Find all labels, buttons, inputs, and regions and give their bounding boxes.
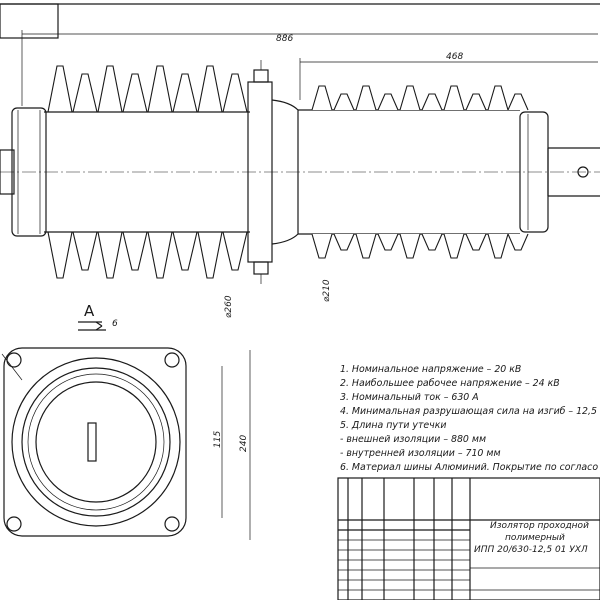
- right-shed-group: [311, 85, 529, 259]
- mounting-hole: [164, 352, 180, 368]
- insulator-shed: [333, 93, 355, 251]
- right-busbar: [547, 147, 600, 197]
- title-designation: ИПП 20/630-12,5 01 УХЛ: [474, 545, 588, 555]
- insulator-shed: [507, 93, 529, 251]
- note-line: 1. Номинальное напряжение – 20 кВ: [340, 364, 521, 375]
- mounting-flange: [247, 60, 299, 284]
- note-line: - внутренней изоляции – 710 мм: [340, 448, 501, 459]
- overall-length-dimension: 886: [276, 34, 293, 44]
- title-block: Изолятор проходной полимерный ИПП 20/630…: [337, 477, 600, 600]
- insulator-shed: [47, 65, 73, 279]
- mounting-hole: [164, 516, 180, 532]
- insulator-shed: [122, 73, 148, 271]
- title-name-line-2: полимерный: [505, 533, 565, 543]
- insulator-shed: [197, 65, 223, 279]
- left-end-cap: [11, 107, 47, 237]
- shed-diameter-dimension: ⌀260: [224, 295, 234, 318]
- note-line: 5. Длина пути утечки: [340, 420, 446, 431]
- note-line: 4. Минимальная разрушающая сила на изгиб…: [340, 406, 597, 417]
- insulator-shed: [487, 85, 509, 259]
- insulator-shed: [311, 85, 333, 259]
- insulator-shed: [465, 93, 487, 251]
- view-a-label: A 6: [78, 302, 118, 331]
- insulator-shed: [147, 65, 173, 279]
- note-line: 2. Наибольшее рабочее напряжение – 24 кВ: [340, 378, 560, 389]
- technical-notes: 1. Номинальное напряжение – 20 кВ 2. Наи…: [340, 364, 598, 473]
- mounting-hole: [6, 352, 22, 368]
- insulator-shed: [97, 65, 123, 279]
- note-line: - внешней изоляции – 880 мм: [340, 434, 486, 445]
- note-line: 3. Номинальный ток – 630 А: [340, 392, 479, 403]
- insulator-shed: [377, 93, 399, 251]
- flange-outer-dimension: 240: [239, 435, 249, 452]
- insulator-shed: [72, 73, 98, 271]
- insulator-shed: [222, 73, 248, 271]
- insulator-shed: [399, 85, 421, 259]
- mounting-hole: [6, 516, 22, 532]
- sheet-frame: [0, 3, 600, 39]
- left-busbar: [0, 149, 15, 195]
- note-line: 6. Материал шины Алюминий. Покрытие по с…: [340, 462, 598, 473]
- right-part-length-dimension: 468: [446, 52, 463, 62]
- flange-view-a: [1, 347, 251, 540]
- body-diameter-dimension: ⌀210: [322, 279, 332, 302]
- insulator-shed: [355, 85, 377, 259]
- flange-inner-dimension: 115: [213, 431, 223, 448]
- left-shed-group: [47, 65, 248, 279]
- busbar-section: [87, 422, 97, 462]
- view-a-letter: A: [84, 302, 95, 320]
- section-offset-dimension: 6: [112, 319, 118, 329]
- insulator-shed: [172, 73, 198, 271]
- insulator-shed: [443, 85, 465, 259]
- insulator-front-view: [0, 30, 600, 284]
- insulator-shed: [421, 93, 443, 251]
- title-name-line-1: Изолятор проходной: [490, 521, 589, 531]
